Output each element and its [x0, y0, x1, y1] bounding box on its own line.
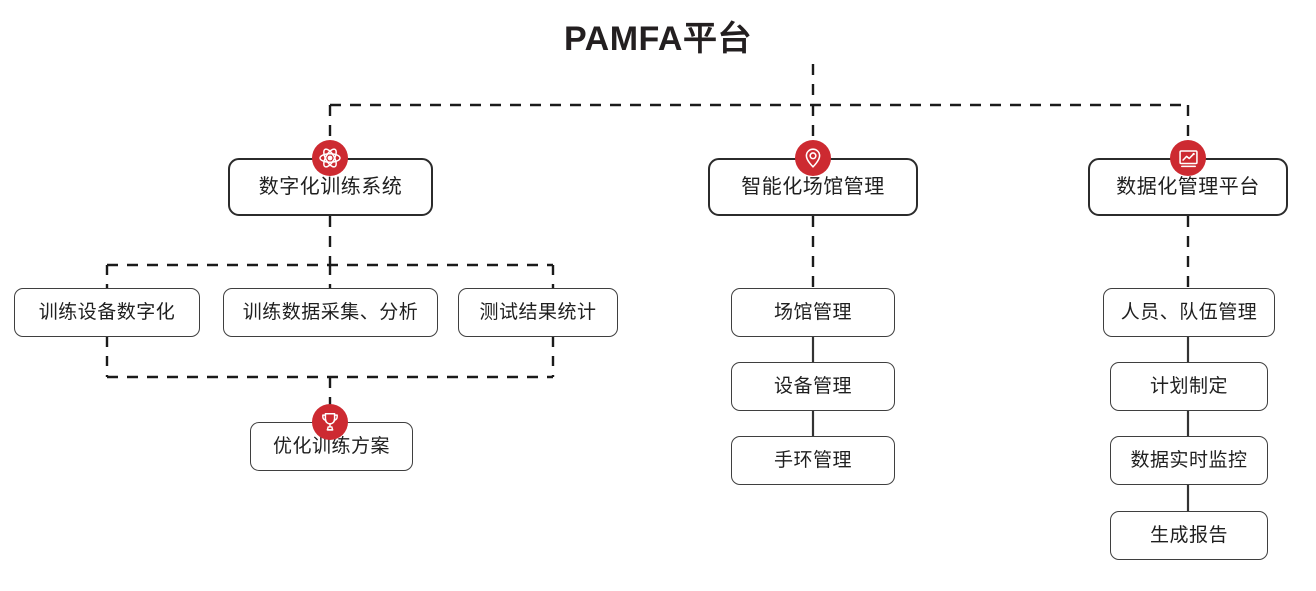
- outcome-node-optimized-training-plan[interactable]: 优化训练方案: [250, 422, 413, 471]
- leaf-plan-formulation[interactable]: 计划制定: [1110, 362, 1268, 411]
- trophy-icon: [312, 404, 348, 440]
- leaf-label: 人员、队伍管理: [1120, 302, 1258, 323]
- leaf-label: 测试结果统计: [479, 302, 597, 323]
- leaf-label: 手环管理: [773, 450, 852, 471]
- leaf-equipment-management[interactable]: 设备管理: [731, 362, 895, 411]
- outcome-node-label: 优化训练方案: [272, 436, 390, 457]
- leaf-personnel-team-management[interactable]: 人员、队伍管理: [1103, 288, 1275, 337]
- branch-node-training-label: 数字化训练系统: [258, 176, 403, 198]
- leaf-wristband-management[interactable]: 手环管理: [731, 436, 895, 485]
- leaf-label: 生成报告: [1149, 525, 1228, 546]
- leaf-label: 设备管理: [773, 376, 852, 397]
- leaf-test-result-statistics[interactable]: 测试结果统计: [458, 288, 618, 337]
- branch-node-data-platform-label: 数据化管理平台: [1116, 176, 1260, 198]
- leaf-label: 场馆管理: [773, 302, 852, 323]
- branch-node-venue-label: 智能化场馆管理: [741, 176, 885, 198]
- location-pin-icon: [795, 140, 831, 176]
- leaf-training-data-collection-analysis[interactable]: 训练数据采集、分析: [223, 288, 438, 337]
- leaf-label: 训练数据采集、分析: [242, 302, 419, 323]
- leaf-venue-management[interactable]: 场馆管理: [731, 288, 895, 337]
- chart-monitor-icon: [1170, 140, 1206, 176]
- atom-icon: [312, 140, 348, 176]
- leaf-label: 训练设备数字化: [38, 302, 176, 323]
- leaf-training-equipment-digitization[interactable]: 训练设备数字化: [14, 288, 200, 337]
- leaf-label: 计划制定: [1149, 376, 1228, 397]
- leaf-label: 数据实时监控: [1130, 450, 1248, 471]
- leaf-realtime-data-monitoring[interactable]: 数据实时监控: [1110, 436, 1268, 485]
- page-title: PAMFA平台: [564, 20, 752, 58]
- leaf-report-generation[interactable]: 生成报告: [1110, 511, 1268, 560]
